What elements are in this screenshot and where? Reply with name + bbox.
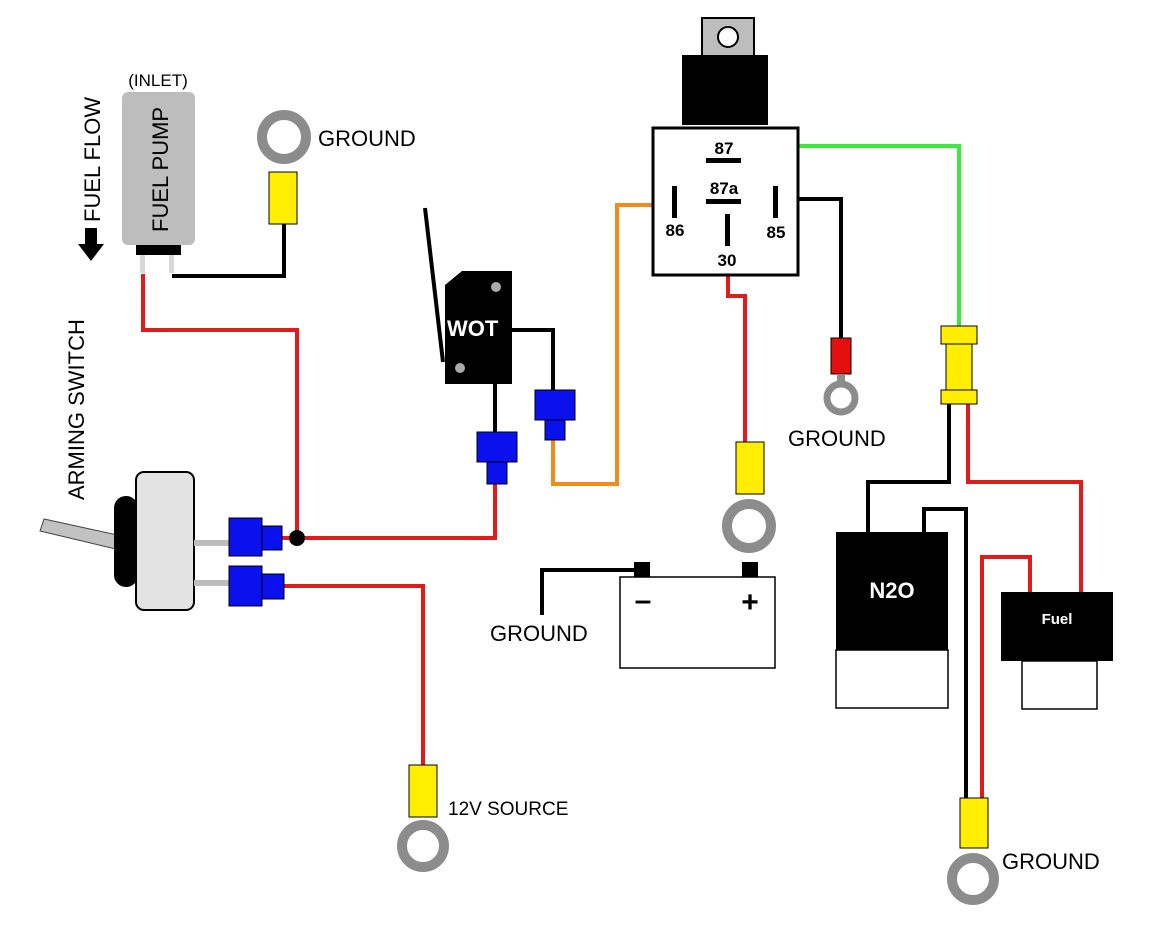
fuel-flow-label: FUEL FLOW — [80, 97, 105, 222]
blue-connector-top-tip — [261, 525, 283, 551]
wire-switch-to-wot — [280, 484, 497, 540]
fuel-pump-body — [122, 92, 195, 245]
switch-pin-bottom — [194, 580, 230, 586]
wot-screw-top — [491, 282, 501, 292]
battery-positive-terminal — [722, 441, 776, 553]
battery-neg-post — [634, 562, 650, 577]
wot-connector-left — [476, 431, 518, 463]
fuse-cap-bottom — [940, 389, 978, 405]
pin-85 — [773, 186, 778, 218]
n2o-solenoid-bottom — [835, 649, 949, 709]
relay-mount-hole — [717, 26, 739, 48]
battery-body — [619, 576, 776, 669]
switch-pin-top — [194, 540, 230, 546]
fuel-solenoid: Fuel — [1001, 592, 1113, 710]
yellow-connector — [735, 441, 765, 495]
relay-87-label: 87 — [715, 139, 734, 158]
relay: 87 87a 86 85 30 — [651, 17, 800, 277]
relay-30-label: 30 — [718, 251, 737, 270]
relay-86-label: 86 — [666, 221, 685, 240]
wire-fuel-ground — [980, 555, 1032, 800]
toggle-base — [114, 496, 138, 587]
yellow-connector — [959, 797, 989, 849]
red-connector — [830, 337, 852, 375]
wire-battery-ground — [540, 568, 641, 615]
wire-30-to-battery — [726, 276, 747, 442]
battery-ground-label: GROUND — [490, 621, 588, 646]
battery-neg-label: – — [635, 584, 652, 617]
fuel-pump: (INLET) FUEL PUMP FUEL FLOW — [78, 71, 195, 273]
ring-terminal-icon — [397, 820, 449, 872]
pin-87 — [706, 158, 741, 163]
fuel-solenoid-top — [1001, 592, 1113, 661]
pump-ground-terminal: GROUND — [257, 110, 416, 225]
fuel-solenoid-bottom — [1021, 660, 1098, 710]
blue-connector-bottom-tip — [261, 573, 285, 600]
arming-switch-label: ARMING SWITCH — [64, 319, 89, 500]
wot-screw-bottom — [455, 363, 465, 373]
ring-terminal-icon — [722, 499, 776, 553]
fuel-flow-arrow-icon — [78, 228, 104, 261]
junction-dot — [289, 530, 305, 546]
wire-pump-positive — [141, 274, 299, 538]
pin-86 — [672, 186, 677, 218]
wot-connector-right — [534, 389, 576, 421]
wire-pump-ground — [172, 224, 286, 278]
pin-87a — [706, 199, 741, 204]
relay-87a-label: 87a — [710, 179, 739, 198]
wire-wot-right — [512, 328, 555, 390]
battery-pos-label: + — [741, 586, 759, 619]
ring-terminal-icon — [947, 853, 999, 905]
toggle-lever — [39, 518, 123, 551]
fuel-label: Fuel — [1042, 611, 1073, 628]
n2o-solenoid-top — [836, 532, 948, 650]
pin-30 — [725, 214, 730, 246]
yellow-connector — [268, 171, 298, 225]
12v-source-label: 12V SOURCE — [448, 799, 568, 820]
wot-connector-right-tip — [544, 419, 566, 441]
relay-cap — [682, 55, 768, 125]
wot-switch: WOT — [423, 207, 576, 485]
ring-terminal-icon — [257, 110, 311, 164]
ground-label: GROUND — [318, 126, 416, 151]
wot-label: WOT — [447, 316, 499, 341]
n2o-solenoid: N2O — [835, 532, 949, 709]
pump-terminal-right — [169, 255, 174, 273]
yellow-connector — [408, 764, 438, 818]
fuel-pump-label: FUEL PUMP — [148, 107, 173, 232]
arming-switch: ARMING SWITCH — [39, 319, 305, 611]
battery: – + GROUND — [490, 562, 776, 669]
n2o-label: N2O — [869, 578, 914, 603]
wot-connector-left-tip — [486, 461, 508, 485]
ring-terminal-icon — [823, 380, 859, 416]
wire-fuse-to-fuel — [966, 404, 1083, 592]
blue-connector-top — [228, 517, 263, 557]
wot-body — [445, 271, 512, 384]
fuse-cap-top — [940, 325, 978, 345]
relay-85-label: 85 — [767, 223, 786, 242]
wot-lever — [423, 207, 445, 363]
blue-connector-bottom — [228, 565, 263, 607]
ground-label: GROUND — [1002, 849, 1100, 874]
fuse-holder — [940, 325, 978, 405]
fuel-pump-cap — [136, 245, 181, 255]
wire-n2o-ground — [922, 507, 968, 800]
fuse-body — [945, 343, 973, 391]
12v-source-terminal: 12V SOURCE — [397, 764, 568, 872]
switch-body — [135, 471, 195, 611]
wire-87-to-fuse — [745, 144, 961, 326]
battery-pos-post — [742, 562, 758, 577]
pump-terminal-left — [140, 255, 145, 273]
inlet-label: (INLET) — [128, 71, 188, 90]
wires — [141, 144, 1083, 800]
wire-wot-to-86 — [551, 203, 668, 486]
ground-label: GROUND — [788, 426, 886, 451]
red-connector-neck — [837, 374, 845, 382]
wire-switch-to-12v — [284, 584, 425, 765]
wire-fuse-to-n2o — [866, 404, 951, 532]
solenoid-ground-terminal: GROUND — [947, 797, 1100, 905]
relay-ground-terminal: GROUND — [788, 337, 886, 451]
